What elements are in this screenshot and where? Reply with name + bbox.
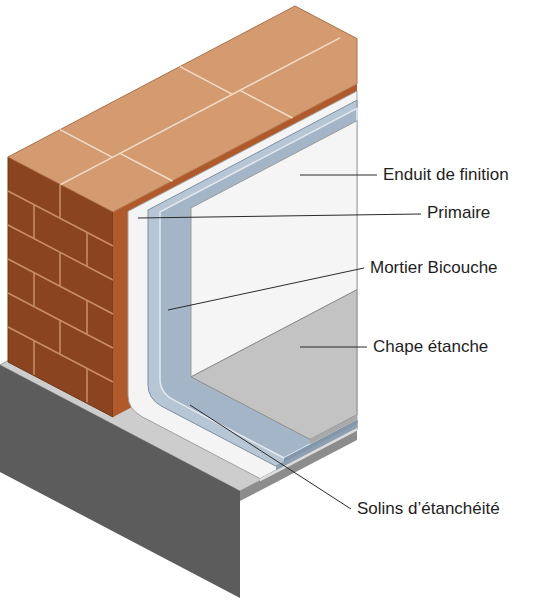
brick-joints — [8, 184, 113, 402]
leader-line — [300, 347, 367, 348]
mortar-edge-two — [284, 420, 357, 462]
primer-edge — [260, 428, 357, 482]
leader-line — [190, 405, 351, 509]
leader-line — [138, 214, 421, 218]
screed-edge — [310, 415, 357, 445]
leader-line — [168, 268, 364, 310]
head-joints — [34, 184, 87, 402]
callout-label: Mortier Bicouche — [370, 258, 498, 278]
leader-line — [300, 175, 377, 176]
primer-layer — [128, 91, 357, 479]
callout-label: Chape étanche — [373, 337, 488, 357]
callout-label: Primaire — [427, 203, 490, 223]
callout-label: Enduit de finition — [383, 165, 509, 185]
mortar-edge-one — [276, 424, 357, 471]
waterproof-screed — [191, 290, 357, 440]
callout-label: Solins d’étanchéité — [357, 499, 500, 519]
mortar-layer-two — [160, 108, 357, 458]
mortar-layer-one — [148, 100, 357, 466]
